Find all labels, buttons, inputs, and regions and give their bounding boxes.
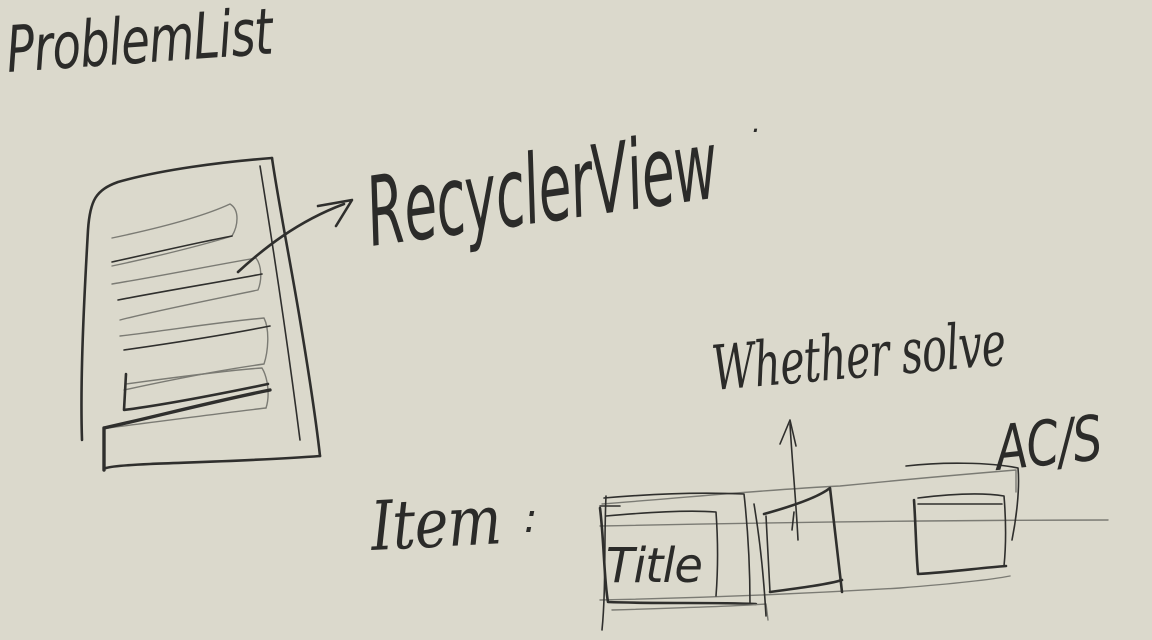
title-cell <box>598 492 769 621</box>
recyclerview-dot: . <box>752 106 760 139</box>
acs-label: AC/S <box>989 401 1105 485</box>
recycler-arrow <box>236 198 354 274</box>
recyclerview-label: RecyclerView <box>360 109 725 269</box>
title-cell-label: Title <box>606 538 702 594</box>
acs-cell <box>912 493 1008 576</box>
whether-solve-label: Whether solve <box>709 307 1008 405</box>
problemlist-title: ProblemList <box>4 0 277 88</box>
phone-frame <box>80 156 322 470</box>
list-rows <box>102 203 272 472</box>
item-label: Item <box>367 481 503 567</box>
solve-cell <box>753 486 844 617</box>
whether-arrow <box>779 419 799 541</box>
item-colon: : <box>524 496 536 542</box>
